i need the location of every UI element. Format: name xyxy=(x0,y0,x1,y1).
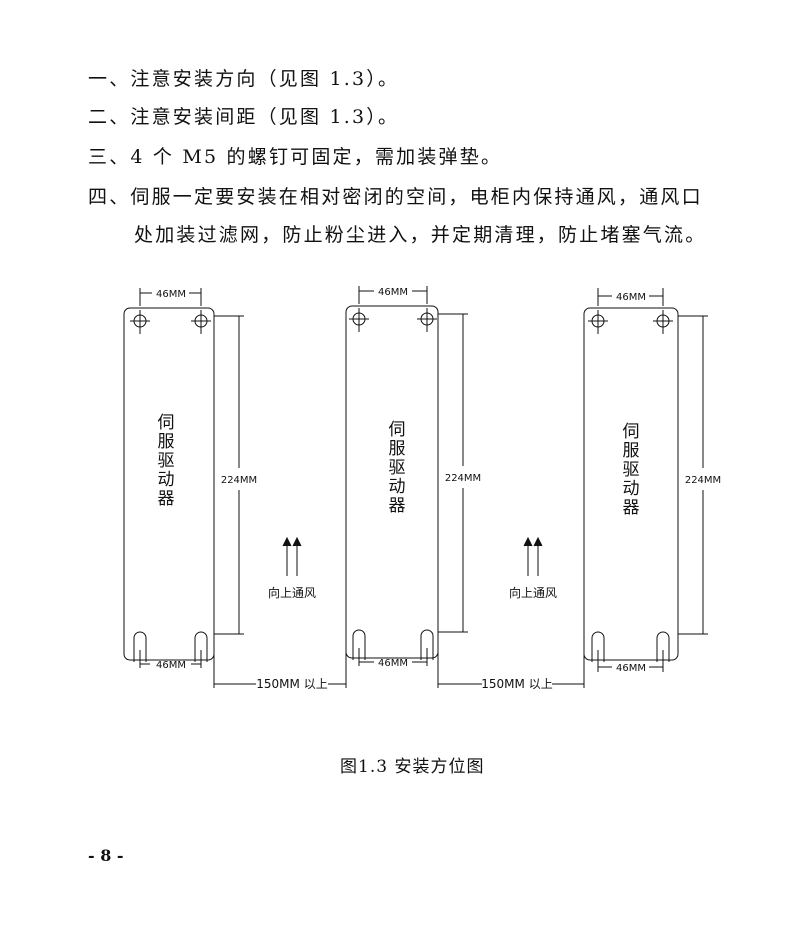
gap-dimension-2 xyxy=(437,630,585,688)
height-dimension-label: 224MM xyxy=(445,473,481,484)
drive-label-char: 器 xyxy=(389,496,406,516)
drive-label-char: 服 xyxy=(389,439,406,459)
drive-label-char: 驱 xyxy=(623,460,640,480)
page-number: - 8 - xyxy=(88,846,124,865)
height-dimension-label: 224MM xyxy=(685,475,721,486)
drive-label-char: 动 xyxy=(623,479,640,499)
hole-spacing-top-label: 46MM xyxy=(616,292,646,303)
gap-dimension-label: 150MM 以上 xyxy=(481,677,552,691)
note-line-4-continued: 处加装过滤网，防止粉尘进入，并定期清理，防止堵塞气流。 xyxy=(134,224,707,246)
drive-label-char: 伺 xyxy=(623,422,640,442)
hole-spacing-bottom-label: 46MM xyxy=(156,660,186,671)
airflow-label: 向上通风 xyxy=(268,585,316,600)
mounting-diagram: 46MM 46MM 224MM 伺 服 驱 动 器 46MM 46MM 224M… xyxy=(123,286,721,691)
gap-dimension-1 xyxy=(213,630,347,688)
drive-label-char: 驱 xyxy=(158,451,175,471)
airflow-label: 向上通风 xyxy=(509,585,557,600)
figure-caption: 图1.3 安装方位图 xyxy=(340,757,485,777)
note-line-4: 四、伺服一定要安装在相对密闭的空间，电柜内保持通风，通风口 xyxy=(88,186,703,208)
gap-dimension-label: 150MM 以上 xyxy=(256,677,327,691)
note-line-2: 二、注意安装间距（见图 1.3）。 xyxy=(88,106,400,128)
drive-label-char: 伺 xyxy=(389,420,406,440)
drive-label-char: 器 xyxy=(623,498,640,518)
hole-spacing-bottom-label: 46MM xyxy=(616,663,646,674)
airflow-arrows-2 xyxy=(523,536,543,576)
drive-unit-2 xyxy=(345,286,468,666)
drive-label-char: 服 xyxy=(158,432,175,452)
note-line-3: 三、4 个 M5 的螺钉可固定，需加装弹垫。 xyxy=(88,146,503,168)
drive-label-char: 服 xyxy=(623,441,640,461)
note-line-1: 一、注意安装方向（见图 1.3）。 xyxy=(88,68,400,90)
drive-label-char: 伺 xyxy=(158,413,175,433)
drive-unit-1 xyxy=(123,288,244,668)
hole-spacing-bottom-label: 46MM xyxy=(378,658,408,669)
drive-label-char: 驱 xyxy=(389,458,406,478)
hole-spacing-top-label: 46MM xyxy=(378,287,408,298)
drive-unit-3 xyxy=(583,288,708,672)
height-dimension-label: 224MM xyxy=(221,475,257,486)
airflow-arrows-1 xyxy=(282,536,302,576)
drive-label-char: 动 xyxy=(389,477,406,497)
drive-label-char: 器 xyxy=(158,489,175,509)
hole-spacing-top-label: 46MM xyxy=(156,289,186,300)
drive-label-char: 动 xyxy=(158,470,175,490)
